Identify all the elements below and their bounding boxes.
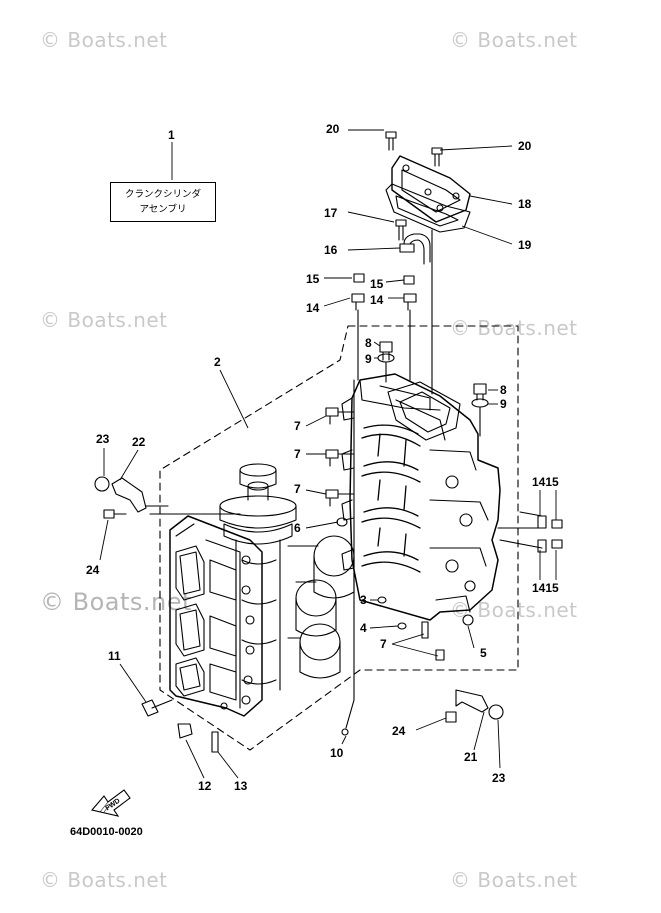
stud-13: [211, 731, 219, 753]
pin-6: [336, 517, 348, 527]
callout-9[interactable]: 9: [365, 352, 372, 366]
fitting-7: [325, 407, 339, 425]
callout-7[interactable]: 7: [294, 482, 301, 496]
plug-8: [473, 383, 487, 401]
callout-16[interactable]: 16: [324, 243, 338, 257]
watermark: © Boats.net: [40, 868, 168, 892]
callout-18[interactable]: 18: [518, 197, 532, 211]
watermark: © Boats.net: [40, 28, 168, 52]
bolt-17: [395, 219, 407, 241]
watermark: © Boats.net: [40, 588, 192, 616]
callout-2[interactable]: 2: [214, 355, 221, 369]
leader-lines: [99, 129, 557, 779]
plug-12: [177, 723, 193, 739]
callout-10[interactable]: 10: [330, 746, 344, 760]
washer-9: [377, 353, 395, 363]
callout-7[interactable]: 7: [294, 419, 301, 433]
callout-8[interactable]: 8: [365, 336, 372, 350]
callout-4[interactable]: 4: [360, 621, 367, 635]
callout-1415[interactable]: 1415: [532, 581, 559, 595]
grommet-23: [94, 476, 110, 492]
watermark: © Boats.net: [450, 868, 578, 892]
callout-3[interactable]: 3: [360, 593, 367, 607]
watermark: © Boats.net: [450, 316, 578, 340]
cylinder-block: [341, 373, 501, 621]
fitting-7: [421, 621, 429, 639]
callout-12[interactable]: 12: [198, 779, 212, 793]
assembly-label-line2: アセンブリ: [139, 204, 187, 215]
callout-23[interactable]: 23: [96, 432, 110, 446]
nut-1415: [551, 519, 563, 529]
plug-8: [379, 341, 393, 361]
callout-1[interactable]: 1: [168, 128, 175, 142]
fitting-7: [435, 649, 445, 661]
anode-1415: [519, 511, 547, 529]
bolt-20: [385, 131, 443, 167]
callout-23[interactable]: 23: [492, 771, 506, 785]
anode-1415: [499, 539, 547, 553]
callout-15[interactable]: 15: [370, 277, 384, 291]
watermark: © Boats.net: [450, 28, 578, 52]
washer-9: [471, 398, 489, 408]
lead-wire-10: [345, 379, 355, 729]
bolt-24: [103, 509, 127, 519]
nut-15: [353, 273, 365, 283]
callout-13[interactable]: 13: [234, 779, 248, 793]
nut-1415: [551, 539, 563, 549]
cover-gasket: [385, 183, 471, 233]
pistons: [287, 535, 355, 679]
callout-24[interactable]: 24: [86, 563, 100, 577]
watermark: © Boats.net: [450, 598, 578, 622]
anode-14: [351, 293, 365, 311]
anode-14: [403, 293, 417, 311]
dowel-4: [397, 622, 407, 630]
grommet-23: [488, 704, 504, 720]
nut-15: [403, 275, 415, 285]
dowel-3: [377, 596, 387, 604]
callout-20[interactable]: 20: [518, 139, 532, 153]
callout-14[interactable]: 14: [370, 293, 384, 307]
callout-24[interactable]: 24: [392, 724, 406, 738]
crankcase: [169, 515, 263, 717]
callout-15[interactable]: 15: [306, 272, 320, 286]
callout-1415[interactable]: 1415: [532, 475, 559, 489]
callout-19[interactable]: 19: [518, 238, 532, 252]
callout-11[interactable]: 11: [108, 649, 121, 663]
figure-code: 64D0010-0020: [70, 826, 143, 838]
callout-22[interactable]: 22: [132, 435, 146, 449]
fitting-7: [325, 449, 339, 467]
plug-5: [462, 614, 474, 626]
callout-6[interactable]: 6: [294, 521, 301, 535]
fwd-arrow-icon: [90, 789, 131, 817]
hose-fitting-22: [111, 477, 147, 513]
assembly-label-box: クランクシリンダ アセンブリ: [110, 182, 216, 222]
hose-bracket-16: [399, 233, 431, 265]
assembly-dashed-outline: [159, 325, 519, 751]
callout-7[interactable]: 7: [380, 637, 387, 651]
assembly-label-line1: クランクシリンダ: [124, 189, 201, 200]
watermark: © Boats.net: [40, 308, 168, 332]
callout-20[interactable]: 20: [326, 122, 340, 136]
callout-8[interactable]: 8: [500, 383, 507, 397]
callout-21[interactable]: 21: [464, 750, 478, 764]
callout-14[interactable]: 14: [306, 301, 320, 315]
callout-17[interactable]: 17: [324, 206, 338, 220]
crankshaft: [219, 463, 297, 691]
fitting-7: [325, 489, 339, 507]
callout-7[interactable]: 7: [294, 447, 301, 461]
callout-5[interactable]: 5: [480, 646, 487, 660]
bolt-11: [141, 699, 173, 717]
hose-fitting-21: [455, 689, 489, 713]
callout-9[interactable]: 9: [500, 397, 507, 411]
bolt-24: [445, 711, 457, 723]
